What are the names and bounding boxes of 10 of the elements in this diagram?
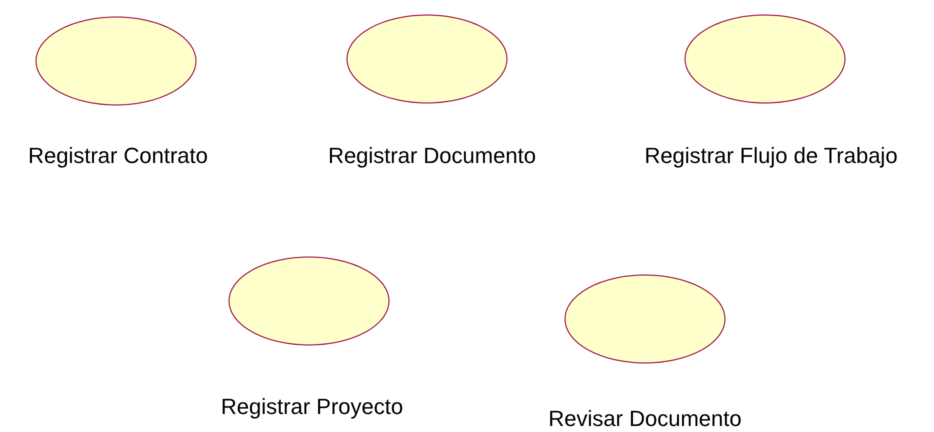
use-case-ellipse — [684, 14, 846, 104]
use-case-label: Registrar Documento — [328, 144, 536, 168]
use-case-label: Revisar Documento — [548, 407, 742, 432]
use-case-ellipse — [564, 274, 726, 364]
use-case-label: Registrar Proyecto — [220, 395, 404, 420]
use-case-ellipse — [228, 256, 390, 346]
use-case-ellipse — [346, 14, 508, 104]
use-case-ellipse — [35, 16, 197, 106]
use-case-label: Registrar Flujo de Trabajo — [644, 144, 898, 168]
use-case-label: Registrar Contrato — [28, 144, 208, 168]
